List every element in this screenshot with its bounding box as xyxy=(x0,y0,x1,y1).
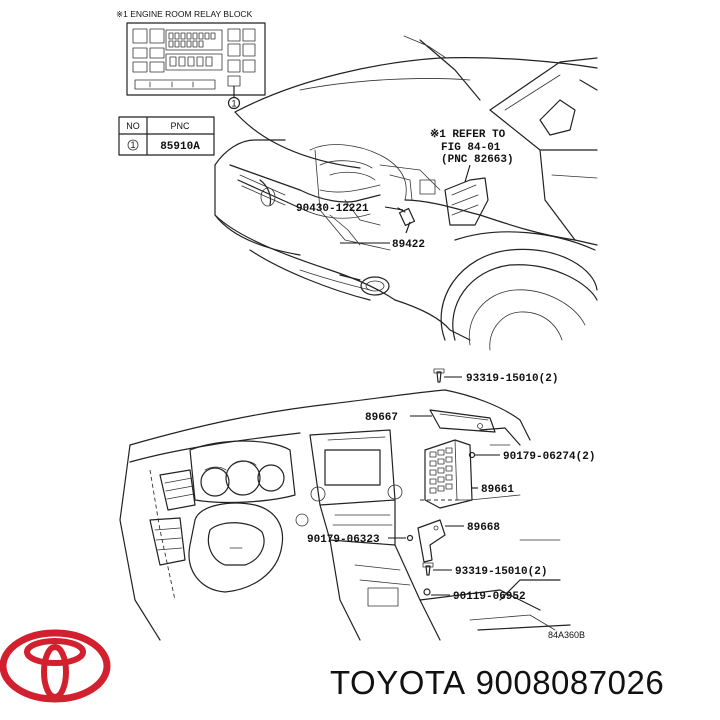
part-label-90430-12221: 90430-12221 xyxy=(296,203,369,215)
relay-block-outline xyxy=(126,22,266,96)
table-header-no: NO xyxy=(126,121,140,131)
callout-number: 1 xyxy=(231,99,236,109)
part-label-90179-06323: 90179-06323 xyxy=(307,534,380,546)
callout-circle xyxy=(227,96,241,110)
relay-block-title: ※1 ENGINE ROOM RELAY BLOCK xyxy=(116,9,253,19)
fasteners xyxy=(406,368,476,596)
lower-callouts: 93319-15010(2) 89667 90179-06274(2) 8966… xyxy=(307,373,595,603)
part-number: 9008087026 xyxy=(475,664,665,701)
toyota-logo-icon xyxy=(0,629,111,703)
vehicle-front-illustration xyxy=(214,35,598,351)
bracket-89668 xyxy=(417,519,446,563)
part-label-89668: 89668 xyxy=(467,522,500,534)
part-label-89667: 89667 xyxy=(365,412,398,424)
figure-code: 84A360B xyxy=(548,630,585,640)
refer-note-line-2: FIG 84-01 xyxy=(441,142,501,154)
part-label-89661: 89661 xyxy=(481,484,514,496)
part-label-90119-06952: 90119-06952 xyxy=(453,591,526,603)
table-cell-pnc: 85910A xyxy=(160,141,200,153)
pnc-table: NO PNC 1 85910A xyxy=(118,116,215,156)
part-label-89422: 89422 xyxy=(392,239,425,251)
upper-callouts: ※1 REFER TO FIG 84-01 (PNC 82663) 90430-… xyxy=(296,128,514,251)
table-cell-no: 1 xyxy=(130,140,135,150)
dashboard-illustration xyxy=(119,389,571,641)
part-label-93319-15010-lower: 93319-15010(2) xyxy=(455,566,547,578)
part-label-93319-15010-upper: 93319-15010(2) xyxy=(466,373,558,385)
table-header-pnc: PNC xyxy=(170,121,190,131)
refer-note-line-1: ※1 REFER TO xyxy=(430,128,506,141)
bracket-89667 xyxy=(429,409,496,433)
engine-room-relay-block-inset: ※1 ENGINE ROOM RELAY BLOCK xyxy=(116,9,266,156)
brand-name: TOYOTA xyxy=(330,664,466,701)
part-label-90179-06274: 90179-06274(2) xyxy=(503,451,595,463)
ecu-module-89661 xyxy=(424,439,473,509)
refer-note-line-3: (PNC 82663) xyxy=(441,154,514,166)
